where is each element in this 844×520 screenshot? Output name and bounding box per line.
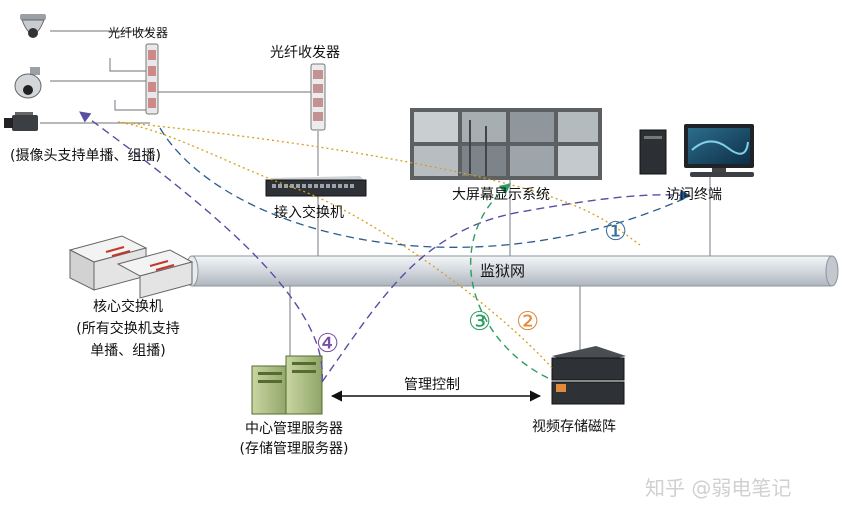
flow-marker-4: ④ [316,329,340,359]
server-pair-icon [251,355,323,415]
prison-network-label: 监狱网 [480,262,526,280]
core-switch-icon [68,235,194,299]
access-switch-label: 接入交换机 [274,205,344,221]
speed-dome-camera-icon [14,67,42,99]
flow-4-path [79,111,323,383]
video-wall-label: 大屏幕显示系统 [452,187,550,203]
camera-note-label: (摄像头支持单播、组播) [10,148,161,164]
flow-1-lower-path [159,127,691,248]
storage-array-icon [551,346,626,405]
fiber-transceiver-small [145,43,159,115]
flow-marker-3: ③ [468,307,492,337]
flow-1-path [321,189,692,383]
management-control-label: 管理控制 [404,377,460,393]
flow-2-path [117,121,553,369]
transceiver-small-label: 光纤收发器 [108,26,169,40]
access-terminal-label: 访问终端 [666,187,722,203]
flow-3-path [470,183,549,379]
workstation-icon [639,124,754,177]
fiber-transceiver-large [310,63,326,131]
box-camera-icon [4,112,38,131]
watermark: 知乎 @弱电笔记 [645,476,792,500]
video-wall-icon [410,108,602,180]
core-switch-label-line1: 核心交换机 [93,299,163,315]
core-switch-label-line2: (所有交换机支持 [76,321,180,337]
flow-marker-1: ① [604,217,628,247]
central-server-label-line1: 中心管理服务器 [245,421,343,437]
central-server-label-line2: (存储管理服务器) [239,441,349,457]
transceiver-large-label: 光纤收发器 [270,45,340,61]
prison-network-pipe [185,255,839,287]
core-switch-label-line3: 单播、组播) [90,343,166,359]
dome-camera-icon [20,14,46,38]
access-switch-icon [265,176,367,197]
storage-array-label: 视频存储磁阵 [532,419,616,435]
flow-marker-2: ② [516,307,540,337]
